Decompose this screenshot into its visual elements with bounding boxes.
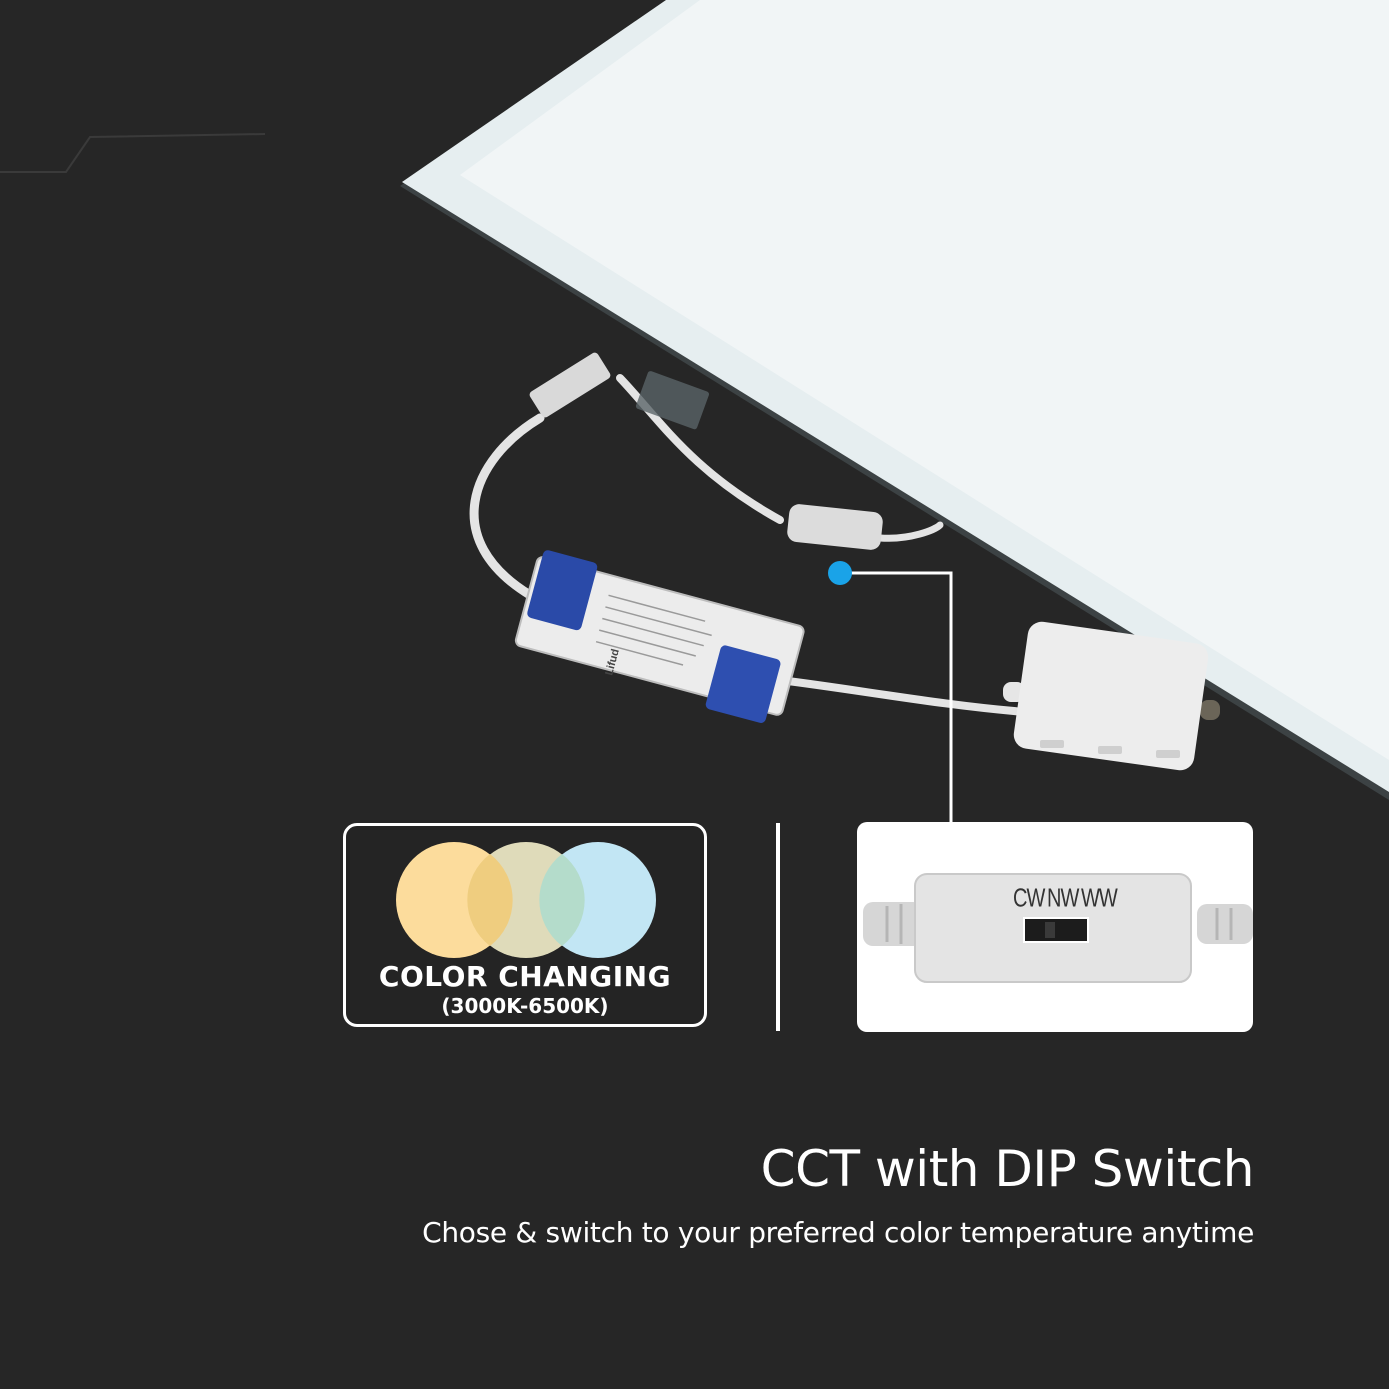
color-temperature-range: (3000K-6500K) (441, 994, 609, 1018)
dip-label-cw: CW (1013, 884, 1045, 914)
cables (469, 374, 1029, 716)
led-panel (400, 0, 1389, 800)
junction-box (1003, 621, 1220, 771)
led-driver (514, 550, 805, 723)
dip-switch-closeup: CW NW WW (857, 822, 1253, 1032)
decorative-line (0, 133, 266, 173)
inline-dip-housing (787, 504, 883, 550)
dip-label-nw: NW (1047, 884, 1079, 914)
dip-label-ww: WW (1081, 884, 1118, 914)
feature-description: Chose & switch to your preferred color t… (422, 1216, 1254, 1249)
color-changing-title: COLOR CHANGING (378, 960, 672, 993)
callout-pointer (828, 561, 953, 822)
feature-headline: CCT with DIP Switch (760, 1140, 1255, 1198)
vertical-divider (776, 823, 780, 1031)
color-temperature-circles-icon (396, 842, 656, 958)
dip-switch-illustration (863, 873, 1253, 983)
cable-connector (529, 352, 710, 430)
color-changing-badge: COLOR CHANGING (3000K-6500K) (343, 823, 707, 1027)
